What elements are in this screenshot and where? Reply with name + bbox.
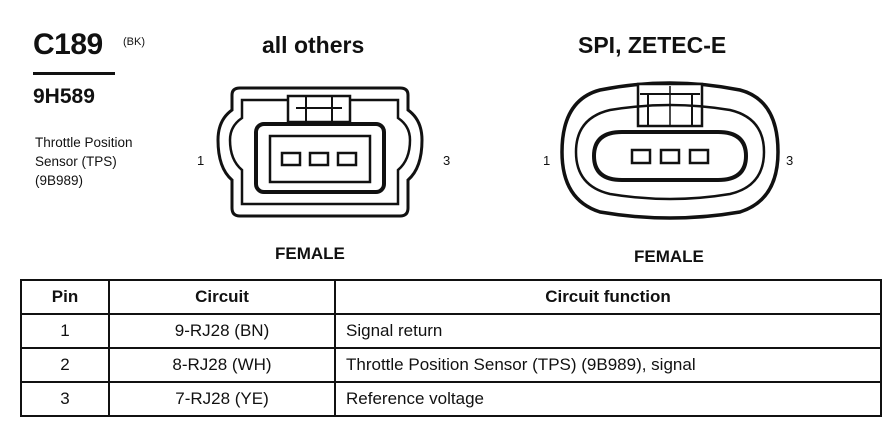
variant-title-all-others: all others (262, 32, 365, 58)
circuit-cell: 9-RJ28 (BN) (108, 313, 336, 349)
variant1-gender-label: FEMALE (275, 244, 345, 263)
variant2-pin-right-label: 3 (786, 153, 794, 168)
table-header-row: Pin Circuit Circuit function (20, 279, 882, 315)
connector-id: C189 (33, 28, 103, 61)
variant-title-spi-zetec: SPI, ZETEC-E (578, 32, 727, 58)
header-circuit-function: Circuit function (334, 279, 882, 315)
table-row: 1 9-RJ28 (BN) Signal return (20, 313, 882, 349)
pin-table: Pin Circuit Circuit function 1 9-RJ28 (B… (20, 279, 882, 417)
function-cell: Signal return (334, 313, 882, 349)
variant1-pin-right-label: 3 (443, 153, 451, 168)
connector-color-code: (BK) (123, 36, 145, 48)
pin-cell: 1 (20, 313, 110, 349)
pin-cell: 2 (20, 347, 110, 383)
header-circuit: Circuit (108, 279, 336, 315)
circuit-cell: 8-RJ28 (WH) (108, 347, 336, 383)
connector-id-underline (33, 72, 115, 75)
circuit-cell: 7-RJ28 (YE) (108, 381, 336, 417)
pin-cell: 3 (20, 381, 110, 417)
terminal-cavities (280, 151, 358, 167)
table-row: 3 7-RJ28 (YE) Reference voltage (20, 381, 882, 417)
terminal-cavities (630, 148, 710, 165)
variant2-gender-label: FEMALE (634, 247, 704, 266)
connector-part-number: 9H589 (33, 85, 95, 108)
function-cell: Reference voltage (334, 381, 882, 417)
connector-face-spi-zetec (560, 81, 780, 220)
function-cell: Throttle Position Sensor (TPS) (9B989), … (334, 347, 882, 383)
connector-description: Throttle Position Sensor (TPS) (9B989) (35, 135, 133, 188)
table-row: 2 8-RJ28 (WH) Throttle Position Sensor (… (20, 347, 882, 383)
header-pin: Pin (20, 279, 110, 315)
connector-face-all-others (216, 86, 424, 218)
variant1-pin-left-label: 1 (197, 153, 205, 168)
variant2-pin-left-label: 1 (543, 153, 551, 168)
